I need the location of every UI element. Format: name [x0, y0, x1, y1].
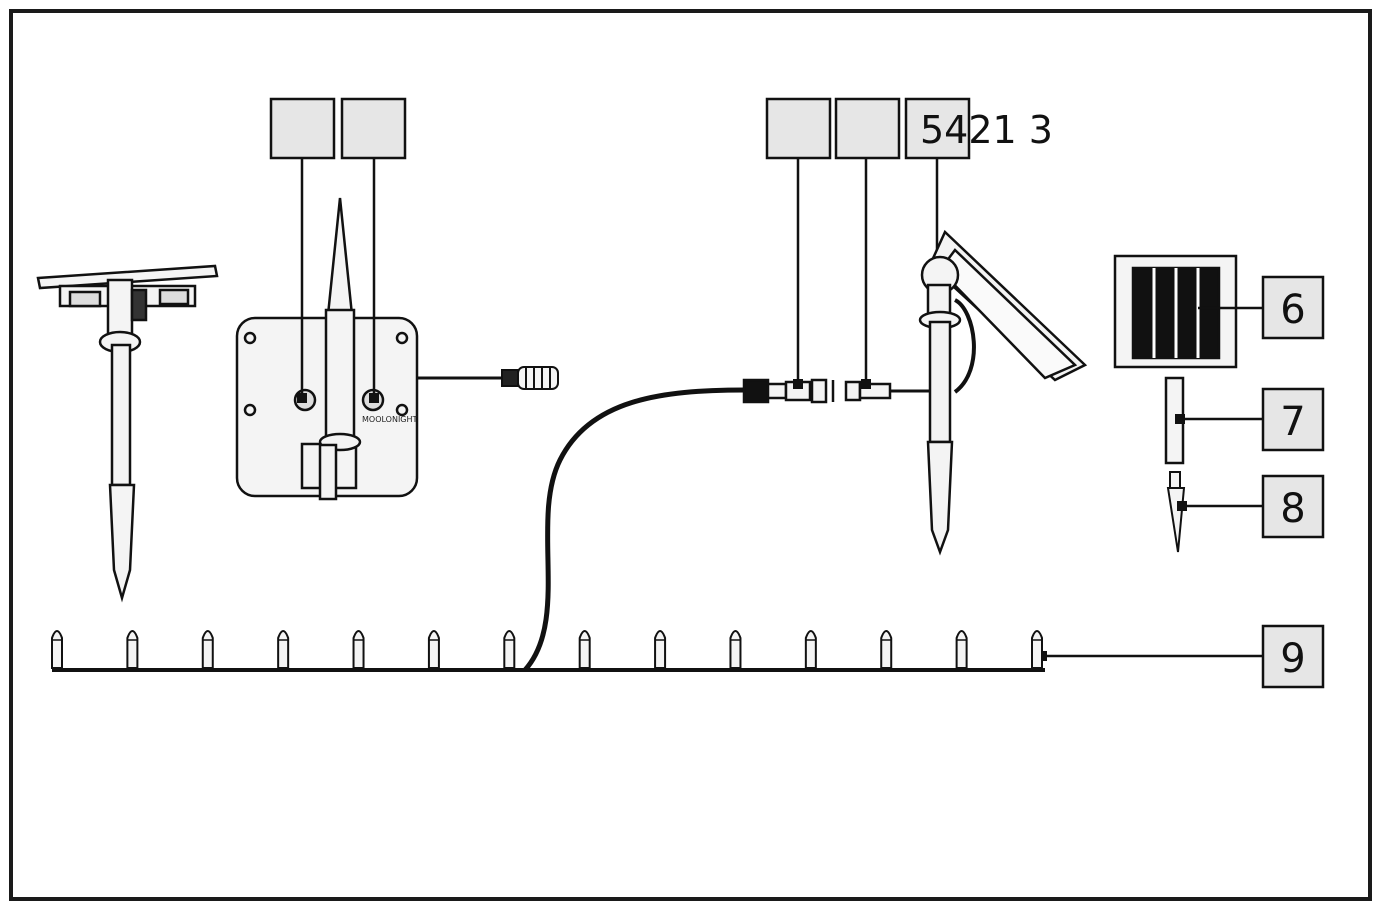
string-bulb	[352, 630, 365, 669]
string-bulb	[126, 630, 139, 669]
callout-label-9: 9	[1280, 636, 1305, 682]
string-bulb	[578, 630, 591, 669]
string-bulb	[427, 630, 440, 669]
brand-mark: MOOLONIGHT	[362, 415, 418, 424]
callout-box-8	[1261, 474, 1325, 539]
callout-label-7: 7	[1280, 399, 1305, 445]
main-cable	[523, 387, 746, 672]
callout-box-top-1	[765, 97, 832, 160]
callouts-right: 6 7 8 9	[1037, 275, 1325, 689]
string-bulb	[654, 630, 667, 669]
solar-stake-light-left	[36, 264, 219, 603]
connector-plug-left	[501, 366, 559, 390]
callout-box-7	[1261, 387, 1325, 452]
string-bulb	[804, 630, 817, 669]
callout-box-left-2	[340, 97, 407, 160]
solar-panel-stake-right	[918, 229, 1088, 556]
callout-label-6: 6	[1280, 287, 1305, 333]
string-bulb	[503, 630, 516, 669]
callout-box-9	[1261, 624, 1325, 689]
light-string-bulbs	[51, 630, 1043, 669]
callout-box-left-1	[269, 97, 336, 160]
string-bulb	[1031, 630, 1043, 669]
string-bulb	[201, 630, 214, 669]
callout-label-8: 8	[1280, 486, 1305, 532]
controller-box	[235, 197, 419, 501]
string-bulb	[729, 630, 742, 669]
string-bulb	[955, 630, 968, 669]
callout-box-6	[1261, 275, 1325, 340]
callout-top-numbers: 5421 3	[920, 108, 1053, 152]
solar-panel-spare	[1113, 254, 1238, 369]
string-bulb	[51, 630, 63, 669]
string-bulb	[880, 630, 893, 669]
callout-boxes-left	[269, 97, 407, 403]
callout-box-top-2	[834, 97, 901, 160]
string-bulb	[277, 630, 290, 669]
